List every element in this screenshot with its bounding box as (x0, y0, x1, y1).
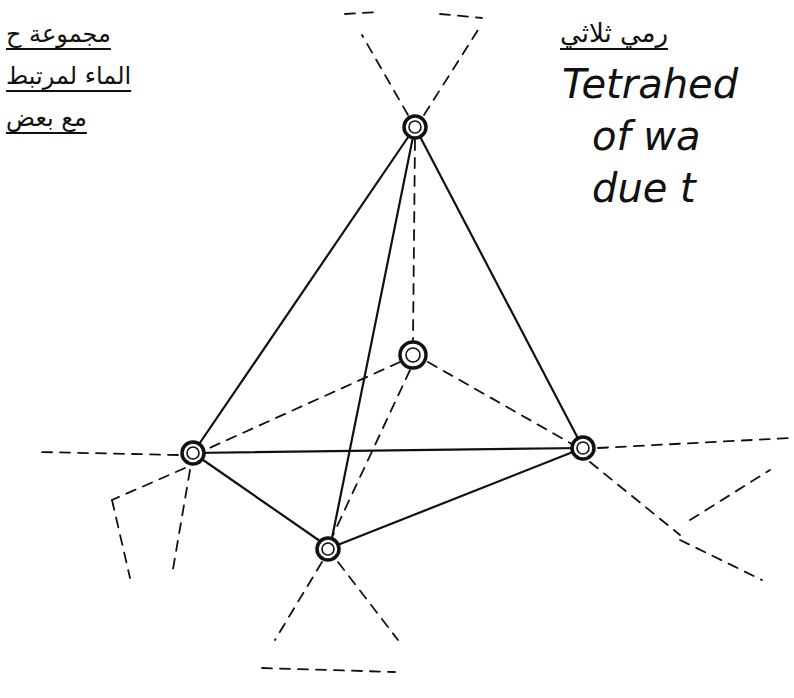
hydrogen-bond (428, 362, 572, 444)
bond-line (330, 127, 415, 548)
annotation-text: Tetrahed (562, 60, 738, 108)
extension-line (590, 462, 680, 535)
hydrogen-bond (205, 362, 400, 450)
extension-line (345, 12, 380, 14)
extension-line (275, 562, 322, 640)
extension-line (424, 30, 478, 115)
extension-line (112, 468, 185, 500)
annotation-text: of wa (592, 112, 701, 160)
extension-line (112, 500, 130, 578)
annotation-text: الماء لمرتبط (6, 62, 131, 91)
extension-line (680, 540, 762, 580)
hydrogen-bond (333, 370, 410, 535)
extension-line (262, 668, 395, 672)
extension-line (40, 452, 178, 455)
annotation-text: due t (592, 164, 696, 212)
water-molecule (572, 437, 594, 459)
hydrogen-bond (413, 140, 415, 340)
extension-line (598, 438, 790, 448)
extension-line (172, 470, 190, 575)
bond-line (330, 448, 583, 548)
water-molecule (404, 116, 426, 138)
annotation-text: رمي ثلاثي (560, 18, 668, 49)
extension-line (690, 470, 770, 520)
bond-line (193, 453, 330, 548)
annotation-text: مع بعض (6, 104, 87, 133)
extension-line (338, 562, 398, 640)
extension-line (362, 35, 408, 115)
water-molecule (317, 538, 339, 560)
water-molecule (400, 342, 426, 368)
annotation-text: مجموعة ح (6, 20, 111, 49)
bond-line (193, 448, 583, 453)
bond-line (415, 127, 583, 448)
water-molecule (182, 442, 204, 464)
extension-line (440, 14, 482, 18)
